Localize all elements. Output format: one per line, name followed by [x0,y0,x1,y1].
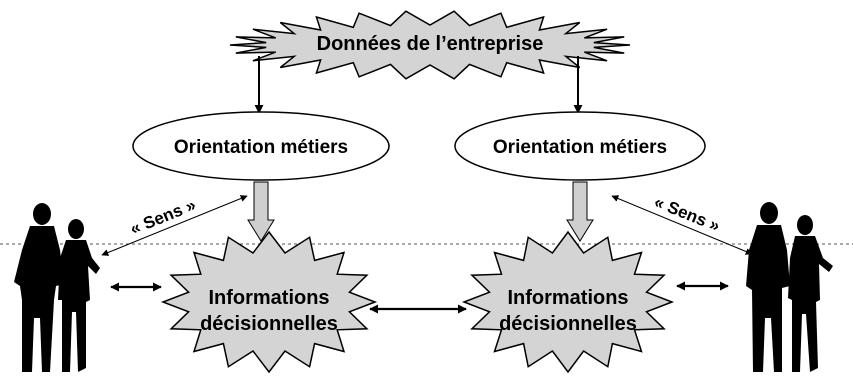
orientation-left-label: Orientation métiers [174,137,348,158]
orientation-left-ellipse [132,111,390,181]
sens-right-arrow [611,195,753,255]
people-left-silhouette [14,203,100,372]
info-left-line2: décisionnelles [200,313,338,335]
sens-right-label: « Sens » [652,192,723,235]
company-data-label: Données de l’entreprise [317,33,544,55]
orientation-right-label: Orientation métiers [493,137,667,158]
info-right-burst [461,230,675,374]
sens-left-label: « Sens » [127,195,198,238]
info-right-line1: Informations [507,287,628,309]
company-data-burst [229,10,631,80]
orientation-right-ellipse [454,111,706,181]
info-left-burst [160,230,378,374]
hollow-arrow-right [566,181,594,242]
hollow-arrow-left [247,181,275,242]
sens-left-arrow [101,195,248,256]
info-left-line1: Informations [208,287,329,309]
info-right-line2: décisionnelles [499,313,637,335]
people-right-silhouette [746,202,833,372]
